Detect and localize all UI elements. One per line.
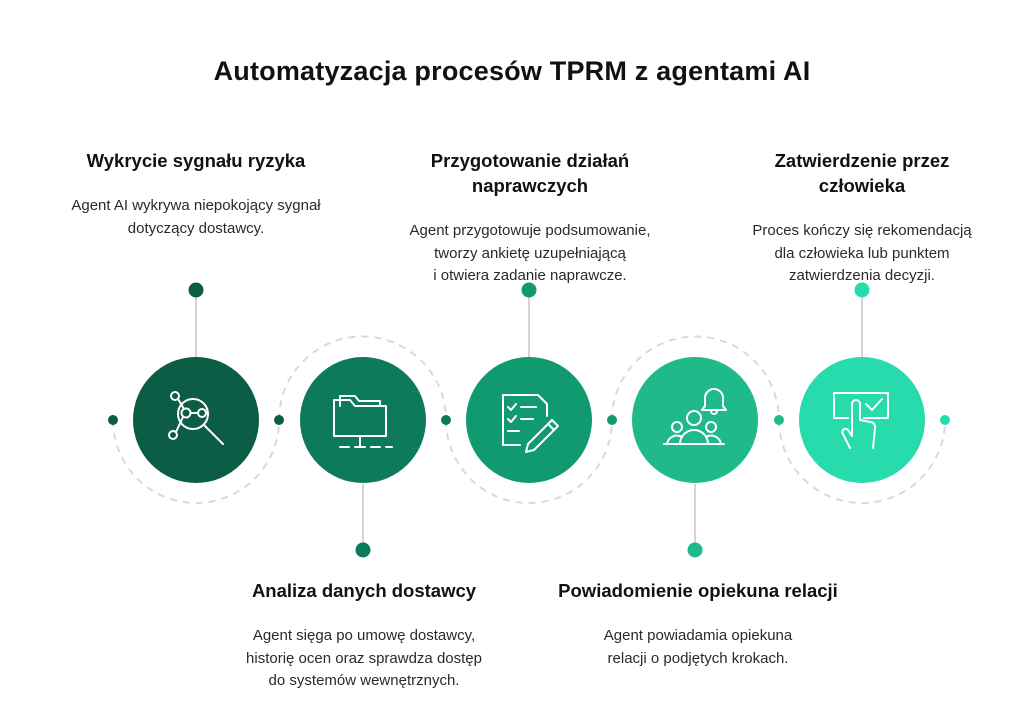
people-bell-icon: [663, 388, 727, 445]
arc-1-bottom: [112, 419, 280, 504]
step-3-text: Przygotowanie działań naprawczych Agent …: [370, 148, 690, 288]
step-2-title: Analiza danych dostawcy: [251, 580, 477, 601]
step-4-text: Powiadomienie opiekuna relacji Agent pow…: [528, 578, 868, 670]
junction-dot-5: [940, 415, 950, 425]
step-1-title: Wykrycie sygnału ryzyka: [86, 150, 306, 171]
arc-4-top: [611, 335, 780, 421]
magnifier-network-icon: [168, 391, 224, 445]
dashed-arcs: [112, 335, 946, 504]
junction-dot-3: [607, 415, 617, 425]
junction-dot-0: [108, 415, 118, 425]
step-2-circle: [300, 357, 426, 483]
junction-dot-4: [774, 415, 784, 425]
step-1-description: Agent AI wykrywa niepokojący sygnał doty…: [71, 197, 321, 237]
junction-dot-1: [274, 415, 284, 425]
arc-3-bottom: [445, 419, 613, 504]
step-5-description: Proces kończy się rekomendacją dla człow…: [752, 222, 972, 284]
pin-dot-2: [355, 542, 371, 558]
step-5-title: Zatwierdzenie przez człowieka: [774, 150, 950, 196]
pin-dot-4: [687, 542, 703, 558]
junction-dot-2: [441, 415, 451, 425]
pin-dot-1: [188, 282, 204, 298]
step-4-circle: [632, 357, 758, 483]
junction-dots: [108, 415, 950, 425]
pins: [188, 282, 870, 558]
step-4-title: Powiadomienie opiekuna relacji: [558, 580, 838, 601]
step-1-circle: [133, 357, 259, 483]
step-3-title: Przygotowanie działań naprawczych: [430, 150, 630, 196]
arc-2-top: [278, 335, 447, 421]
step-5-text: Zatwierdzenie przez człowieka Proces koń…: [712, 148, 1012, 288]
step-1-text: Wykrycie sygnału ryzyka Agent AI wykrywa…: [46, 148, 346, 240]
step-2-text: Analiza danych dostawcy Agent sięga po u…: [212, 578, 516, 693]
pin-dot-5: [854, 282, 870, 298]
page-title: Automatyzacja procesów TPRM z agentami A…: [213, 56, 811, 86]
hand-approve-icon: [833, 392, 889, 449]
step-2-description: Agent sięga po umowę dostawcy, historię …: [246, 627, 482, 689]
pin-dot-3: [521, 282, 537, 298]
step-4-description: Agent powiadamia opiekuna relacji o podj…: [603, 627, 793, 667]
folder-network-icon: [333, 395, 393, 448]
checklist-pencil-icon: [502, 394, 559, 453]
step-3-description: Agent przygotowuje podsumowanie, tworzy …: [409, 222, 651, 284]
arc-5-bottom: [778, 419, 946, 504]
